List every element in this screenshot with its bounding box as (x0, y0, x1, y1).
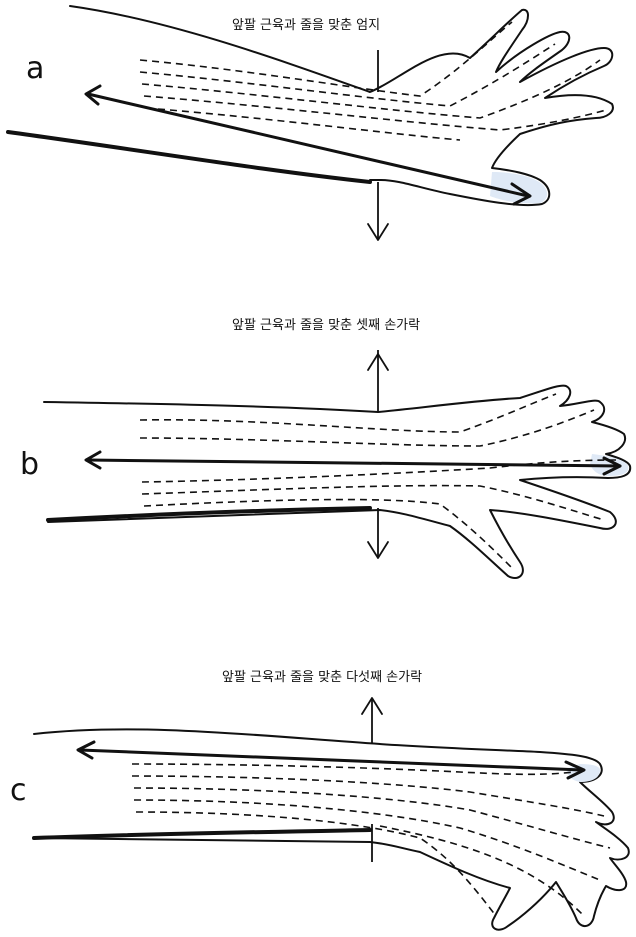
diagram-panel-b: 앞팔 근육과 줄을 맞춘 셋째 손가락 b (0, 300, 636, 600)
diagram-panel-c: 앞팔 근육과 줄을 맞춘 다섯째 손가락 c (0, 652, 636, 937)
arm-illustration-b (0, 300, 636, 600)
arm-illustration-a (0, 0, 636, 260)
arm-illustration-c (0, 652, 636, 937)
diagram-panel-a: 앞팔 근육과 줄을 맞춘 엄지 a (0, 0, 636, 260)
hand-outline-b (44, 386, 630, 578)
hand-outline-a (70, 6, 613, 205)
